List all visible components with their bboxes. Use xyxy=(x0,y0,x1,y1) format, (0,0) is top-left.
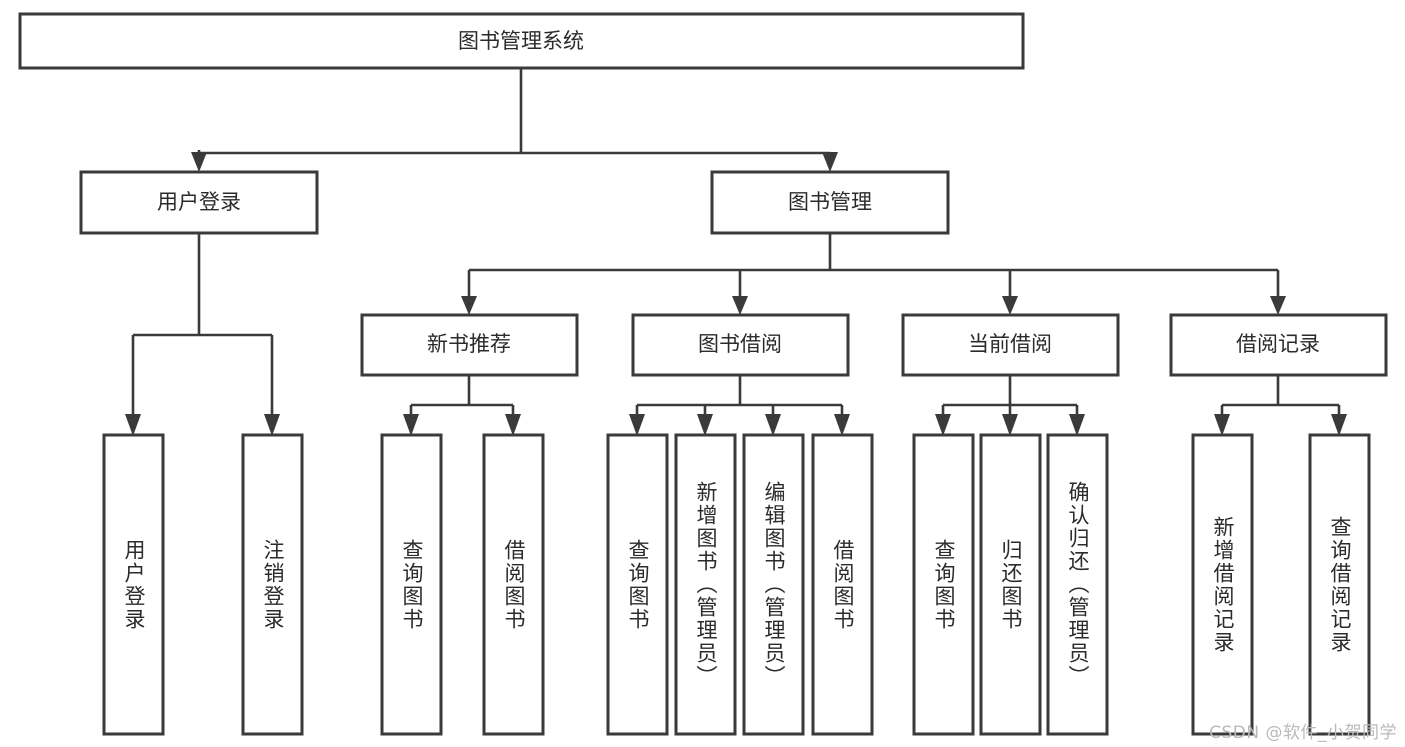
node-box-root[interactable] xyxy=(18,12,1025,70)
node-label-new-book-rec: 新书推荐 xyxy=(427,332,511,356)
node-new-book-rec[interactable]: 新书推荐 xyxy=(360,313,579,377)
connectors xyxy=(131,68,1341,423)
arrow-head-currentborrow xyxy=(1002,296,1018,315)
node-box-leaf-borrow-book-1[interactable] xyxy=(482,433,545,736)
node-box-leaf-confirm-return[interactable] xyxy=(1046,433,1109,736)
node-box-book-manage[interactable] xyxy=(710,170,950,235)
arrow-head-leaf-logout xyxy=(264,414,280,436)
arrow-head-leaf-query-record xyxy=(1331,414,1347,436)
node-box-book-borrow[interactable] xyxy=(631,313,850,377)
node-box-leaf-query-book-2[interactable] xyxy=(606,433,669,736)
arrow-head-leaf-user-login xyxy=(125,414,141,436)
arrow-head-borrowrecord xyxy=(1270,296,1286,315)
arrow-head-leaf-borrow-book-2 xyxy=(834,414,850,436)
node-label-user-login: 用户登录 xyxy=(157,190,241,214)
node-box-new-book-rec[interactable] xyxy=(360,313,579,377)
node-box-leaf-borrow-book-2[interactable] xyxy=(811,433,874,736)
node-root[interactable]: 图书管理系统 xyxy=(18,12,1025,70)
node-box-leaf-query-record[interactable] xyxy=(1308,433,1371,736)
node-box-leaf-logout[interactable] xyxy=(241,433,304,736)
node-book-borrow[interactable]: 图书借阅 xyxy=(631,313,850,377)
arrow-head-bookborrow xyxy=(732,296,748,315)
node-label-book-borrow: 图书借阅 xyxy=(698,332,782,356)
arrow-head-leaf-borrow-book-1 xyxy=(505,414,521,436)
arrow-head-leaf-query-book-3 xyxy=(935,414,951,436)
arrow-heads xyxy=(125,152,1347,436)
node-box-leaf-add-record[interactable] xyxy=(1191,433,1254,736)
arrow-head-leaf-query-book-1 xyxy=(403,414,419,436)
node-borrow-record[interactable]: 借阅记录 xyxy=(1169,313,1388,377)
arrow-head-newbook xyxy=(461,296,477,315)
node-box-current-borrow[interactable] xyxy=(901,313,1120,377)
arrow-head-leaf-edit-book xyxy=(765,414,781,436)
arrow-head-leaf-add-record xyxy=(1214,414,1230,436)
node-box-borrow-record[interactable] xyxy=(1169,313,1388,377)
node-box-leaf-user-login[interactable] xyxy=(102,433,165,736)
leaf-boxes xyxy=(102,433,1371,736)
watermark-text: CSDN @软件_小贺同学 xyxy=(1209,723,1397,743)
arrow-head-leaf-confirm-return xyxy=(1069,414,1085,436)
arrow-head-leaf-query-book-2 xyxy=(629,414,645,436)
arrow-head-leaf-return-book xyxy=(1002,414,1018,436)
node-box-leaf-add-book[interactable] xyxy=(674,433,737,736)
node-user-login[interactable]: 用户登录 xyxy=(79,170,319,235)
node-box-user-login[interactable] xyxy=(79,170,319,235)
node-box-leaf-return-book[interactable] xyxy=(979,433,1042,736)
node-label-root: 图书管理系统 xyxy=(458,29,584,53)
node-label-borrow-record: 借阅记录 xyxy=(1236,332,1320,356)
node-current-borrow[interactable]: 当前借阅 xyxy=(901,313,1120,377)
node-box-leaf-query-book-1[interactable] xyxy=(380,433,443,736)
node-box-leaf-query-book-3[interactable] xyxy=(912,433,975,736)
node-book-manage[interactable]: 图书管理 xyxy=(710,170,950,235)
node-box-leaf-edit-book[interactable] xyxy=(742,433,805,736)
node-label-book-manage: 图书管理 xyxy=(788,190,872,214)
arrow-head-leaf-add-book xyxy=(697,414,713,436)
arrow-head-user-login xyxy=(191,152,207,172)
node-label-current-borrow: 当前借阅 xyxy=(968,332,1052,356)
arrow-head-book-manage xyxy=(822,152,838,172)
